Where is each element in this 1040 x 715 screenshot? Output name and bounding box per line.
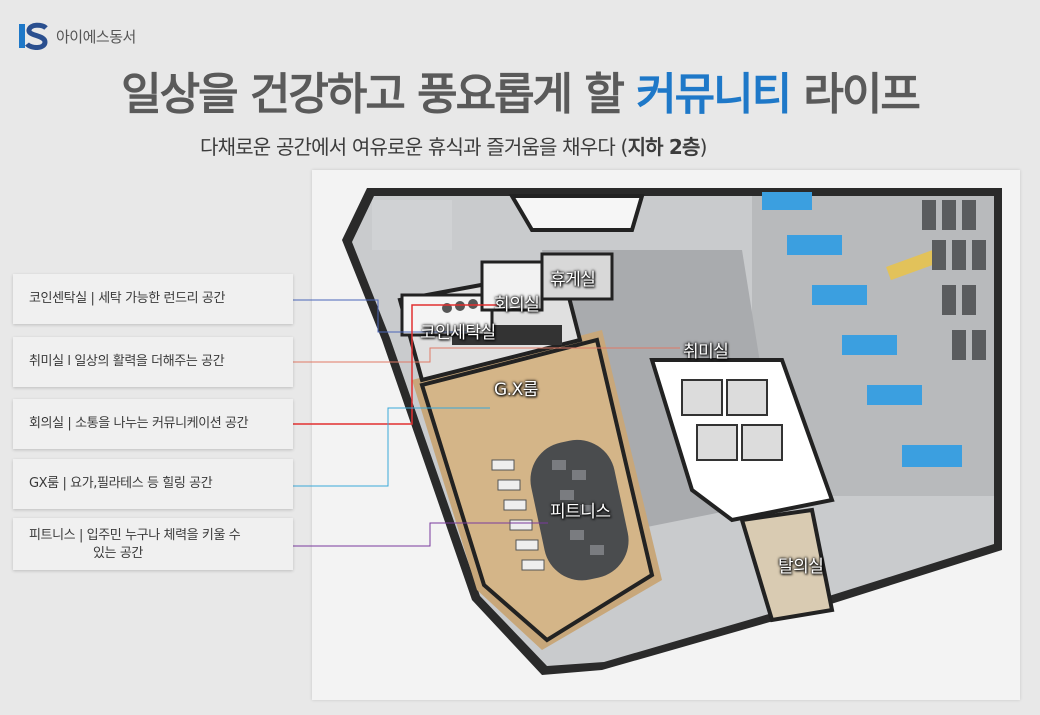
- legend-hobby-room: 취미실 l 일상의 활력을 더해주는 공간: [13, 337, 293, 387]
- title-suffix: 라이프: [790, 69, 920, 120]
- is-logo-icon: [19, 22, 48, 50]
- map-label-meeting: 회의실: [494, 295, 540, 315]
- title-accent: 커뮤니티: [636, 69, 792, 120]
- legend-gx-room-text: GX룸 | 요가,필라테스 등 힐링 공간: [29, 476, 213, 491]
- legend-fitness: 피트니스 | 입주민 누구나 체력을 키울 수 있는 공간: [13, 518, 293, 570]
- legend-coin-laundry: 코인센탁실 | 세탁 가능한 런드리 공간: [13, 274, 293, 324]
- brand-logo: 아이에스동서: [18, 22, 136, 50]
- subtitle-close: ): [699, 135, 708, 159]
- brand-name: 아이에스동서: [56, 27, 136, 46]
- legend-coin-laundry-text: 코인센탁실 | 세탁 가능한 런드리 공간: [29, 291, 226, 306]
- legend-meeting-room-text: 회의실 | 소통을 나누는 커뮤니케이션 공간: [29, 416, 249, 431]
- floor-plan-illustration: [342, 188, 1002, 675]
- map-label-locker: 탈의실: [778, 557, 824, 577]
- subtitle-floor: 지하 2층: [627, 135, 701, 159]
- map-label-gx: G.X룸: [494, 380, 538, 400]
- map-label-fitness: 피트니스: [550, 502, 611, 522]
- legend-gx-room: GX룸 | 요가,필라테스 등 힐링 공간: [13, 459, 293, 509]
- map-label-rest: 휴게실: [550, 270, 596, 290]
- floor-plan-panel: [312, 170, 1020, 700]
- legend-fitness-line2: 있는 공간: [93, 546, 143, 561]
- legend-hobby-room-text: 취미실 l 일상의 활력을 더해주는 공간: [29, 354, 225, 369]
- page-subtitle: 다채로운 공간에서 여유로운 휴식과 즐거움을 채우다 (지하 2층): [200, 131, 707, 160]
- legend-meeting-room: 회의실 | 소통을 나누는 커뮤니케이션 공간: [13, 399, 293, 449]
- subtitle-text: 다채로운 공간에서 여유로운 휴식과 즐거움을 채우다 (: [200, 135, 628, 159]
- legend-fitness-line1: 피트니스 | 입주민 누구나 체력을 키울 수: [29, 528, 241, 543]
- page-title: 일상을 건강하고 풍요롭게 할 커뮤니티 라이프: [0, 58, 1040, 122]
- map-label-coin-laundry: 코인세탁실: [420, 323, 496, 343]
- map-label-hobby: 취미실: [683, 342, 729, 362]
- title-prefix: 일상을 건강하고 풍요롭게 할: [121, 69, 637, 120]
- legend-fitness-text: 피트니스 | 입주민 누구나 체력을 키울 수 있는 공간: [29, 527, 241, 563]
